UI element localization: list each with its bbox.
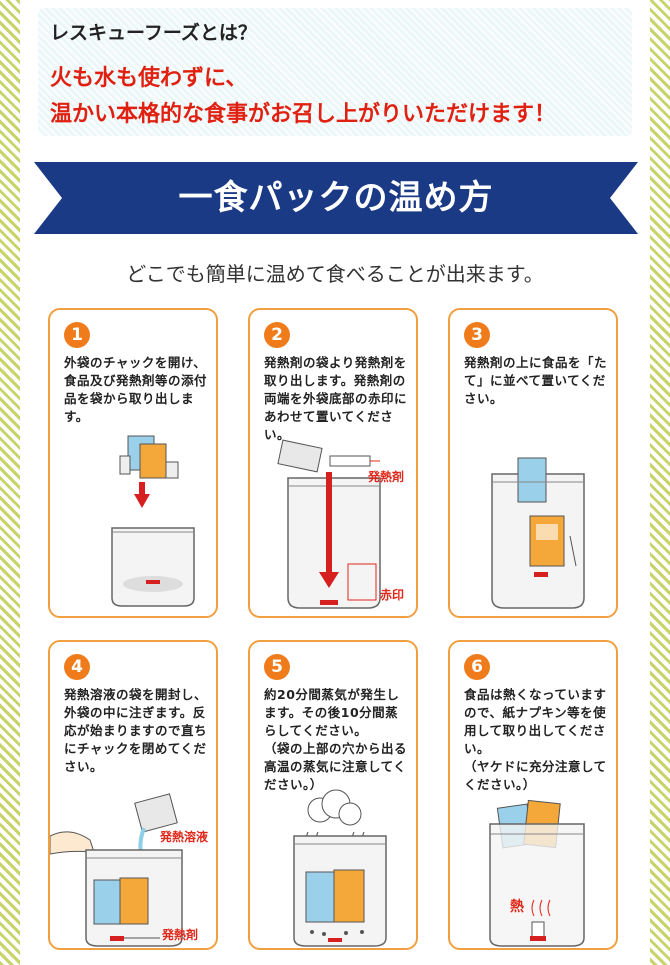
step-number-2: 2	[264, 322, 290, 348]
banner-title: 一食パックの温め方	[178, 178, 494, 218]
banner-ribbon	[34, 162, 638, 234]
label-red-mark: 赤印	[380, 588, 405, 602]
step-card-1: 1 外袋のチャックを開け、食品及び発熱剤等の添付品を袋から取り出します。	[48, 308, 218, 618]
title-banner: 一食パックの温め方	[34, 162, 638, 234]
intro-line-2: 温かい本格的な食事がお召し上がりいただけます！	[50, 102, 557, 127]
step-number-1: 1	[64, 322, 90, 348]
step-card-2: 2 発熱剤の袋より発熱剤を取り出します。発熱剤の両端を外袋底部の赤印にあわせて置…	[248, 308, 418, 618]
step-4-illustration	[50, 793, 183, 947]
step-5-illustration	[293, 789, 387, 947]
step-text-5: 約20分間蒸気が発生します。その後10分間蒸らしてください。 （袋の上部の穴から…	[264, 687, 408, 792]
step-card-6: 6 食品は熱くなっていますので、紙ナプキン等を使用して取り出してください。 （ヤ…	[448, 640, 618, 950]
step-text-6: 食品は熱くなっていますので、紙ナプキン等を使用して取り出してください。 （ヤケド…	[464, 687, 607, 792]
step-number-5: 5	[264, 654, 290, 680]
step-number-3: 3	[464, 322, 490, 348]
step-6-illustration	[489, 799, 585, 947]
label-heating-solution: 発熱溶液	[160, 830, 209, 844]
step-text-4: 発熱溶液の袋を開封し、外袋の中に注ぎます。反応が始まりますので直ちにチャックを閉…	[64, 687, 208, 774]
step-1-illustration	[111, 435, 195, 607]
page: レスキューフーズとは？ 火も水も使わずに、 温かい本格的な食事がお召し上がりいた…	[20, 0, 650, 965]
intro-title: レスキューフーズとは？	[50, 22, 257, 44]
label-heat: 熱	[510, 899, 524, 915]
label-heating-agent-2: 発熱剤	[162, 928, 199, 942]
step-number-6: 6	[464, 654, 490, 680]
step-number-4: 4	[64, 654, 90, 680]
subtitle: どこでも簡単に温めて食べることが出来ます。	[126, 262, 544, 286]
step-card-4: 4 発熱溶液の袋を開封し、外袋の中に注ぎます。反応が始まりますので直ちにチャック…	[48, 640, 218, 950]
step-card-5: 5 約20分間蒸気が発生します。その後10分間蒸らしてください。 （袋の上部の穴…	[248, 640, 418, 950]
label-heating-agent: 発熱剤	[368, 470, 405, 484]
intro-box: レスキューフーズとは？ 火も水も使わずに、 温かい本格的な食事がお召し上がりいた…	[38, 8, 632, 136]
step-card-3: 3 発熱剤の上に食品を「たて」に並べて置いてください。	[448, 308, 618, 618]
step-text-3: 発熱剤の上に食品を「たて」に並べて置いてください。	[464, 355, 608, 406]
step-text-1: 外袋のチャックを開け、食品及び発熱剤等の添付品を袋から取り出します。	[64, 355, 208, 424]
intro-line-1: 火も水も使わずに、	[50, 66, 248, 91]
step-3-illustration	[491, 457, 585, 609]
step-2-illustration	[277, 439, 381, 609]
step-text-2: 発熱剤の袋より発熱剤を取り出します。発熱剤の両端を外袋底部の赤印にあわせて置いて…	[264, 355, 408, 442]
